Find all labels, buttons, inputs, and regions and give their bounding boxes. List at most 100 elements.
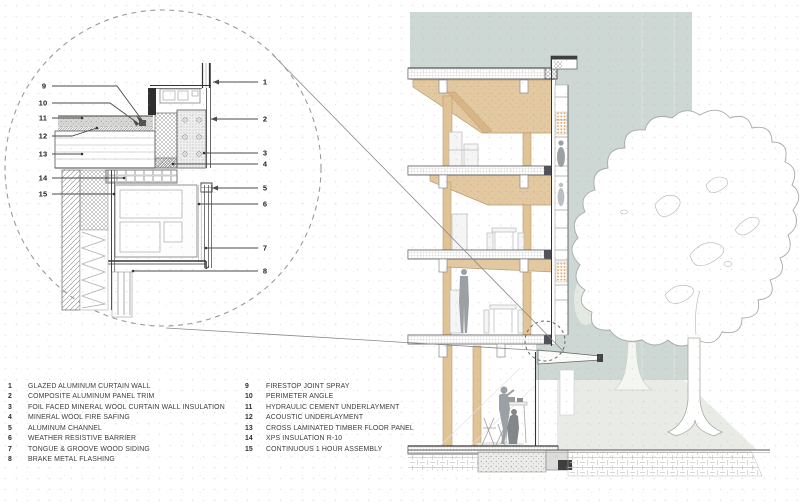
- brake-metal-flashing: [99, 260, 210, 270]
- foundation: [408, 449, 770, 477]
- legend-num: 5: [8, 424, 12, 432]
- balcony-bay: [554, 84, 569, 336]
- perforated-screen-lower: [555, 261, 568, 283]
- tree: [571, 109, 800, 437]
- legend-label: PERIMETER ANGLE: [266, 393, 334, 401]
- batt-insulation: [80, 231, 107, 309]
- legend-label: MINERAL WOOL FIRE SAFING: [28, 414, 130, 422]
- detail-reference-bubble: [524, 320, 566, 362]
- legend-label: FOIL FACED MINERAL WOOL CURTAIN WALL INS…: [28, 403, 225, 411]
- callout-9: 9: [41, 81, 47, 91]
- legend-item-13: 13 CROSS LAMINATED TIMBER FLOOR PANEL: [245, 423, 435, 434]
- legend-label: XPS INSULATION R-10: [266, 435, 343, 443]
- legend-column-left: 1 GLAZED ALUMINUM CURTAIN WALL 2 COMPOSITE…: [8, 381, 238, 465]
- legend-label: FIRESTOP JOINT SPRAY: [266, 382, 350, 390]
- callout-8: 8: [262, 266, 268, 276]
- legend-num: 4: [8, 414, 12, 422]
- callout-6: 6: [262, 199, 268, 209]
- legend-label: BRAKE METAL FLASHING: [28, 456, 115, 464]
- legend-label: ALUMINUM CHANNEL: [28, 424, 102, 432]
- legend-label: COMPOSITE ALUMINUM PANEL TRIM: [28, 393, 155, 401]
- legend-label: CROSS LAMINATED TIMBER FLOOR PANEL: [266, 424, 414, 432]
- slab-3: [407, 249, 554, 260]
- floor-assembly: [54, 115, 156, 169]
- legend-num: 14: [245, 435, 253, 443]
- callout-11: 11: [38, 113, 48, 123]
- legend-item-8: 8 BRAKE METAL FLASHING: [8, 455, 238, 466]
- leader-arrows: [133, 79, 219, 191]
- legend-num: 10: [245, 393, 253, 401]
- legend-num: 11: [245, 403, 253, 411]
- legend-item-3: 3 FOIL FACED MINERAL WOOL CURTAIN WALL IN…: [8, 402, 238, 413]
- legend-label: TONGUE & GROOVE WOOD SIDING: [28, 445, 150, 453]
- callout-15: 15: [38, 189, 48, 199]
- detail-callout: [4, 9, 322, 327]
- leaf-clusters: [620, 176, 760, 336]
- legend-item-9: 9 FIRESTOP JOINT SPRAY: [245, 381, 435, 392]
- entry-canopy: [537, 349, 603, 416]
- callout-2: 2: [262, 114, 268, 124]
- pavement: [567, 451, 763, 477]
- callout-10: 10: [38, 98, 48, 108]
- legend-label: GLAZED ALUMINUM CURTAIN WALL: [28, 382, 151, 390]
- perforated-screen-upper: [555, 111, 568, 135]
- firestop-joint: [139, 120, 146, 126]
- callout-14: 14: [38, 173, 48, 183]
- slab-4: [407, 334, 554, 345]
- legend-label: ACOUSTIC UNDERLAYMENT: [266, 414, 364, 422]
- legend-item-12: 12 ACOUSTIC UNDERLAYMENT: [245, 413, 435, 424]
- legend-num: 3: [8, 403, 12, 411]
- weather-barrier: [197, 185, 203, 262]
- fasteners: [182, 117, 202, 157]
- legend-label: CONTINUOUS 1 HOUR ASSEMBLY: [266, 445, 383, 453]
- legend-item-7: 7 TONGUE & GROOVE WOOD SIDING: [8, 444, 238, 455]
- legend-item-4: 4 MINERAL WOOL FIRE SAFING: [8, 413, 238, 424]
- legend-item-15: 15 CONTINUOUS 1 HOUR ASSEMBLY: [245, 444, 435, 455]
- leader-dots: [80, 116, 208, 273]
- legend-num: 13: [245, 424, 253, 432]
- hanger-blocks: [438, 79, 529, 358]
- slab-2: [407, 165, 554, 176]
- legend-label: HYDRAULIC CEMENT UNDERLAYMENT: [266, 403, 400, 411]
- clt-floor-band: [54, 130, 156, 169]
- legend-num: 12: [245, 414, 253, 422]
- callout-12: 12: [38, 131, 48, 141]
- legend-num: 6: [8, 435, 12, 443]
- legend-num: 8: [8, 456, 12, 464]
- exterior-wall: [61, 169, 133, 318]
- callout-1: 1: [262, 77, 268, 87]
- legend-item-1: 1 GLAZED ALUMINUM CURTAIN WALL: [8, 381, 238, 392]
- legend-item-5: 5 ALUMINUM CHANNEL: [8, 423, 238, 434]
- callout-7: 7: [262, 243, 268, 253]
- sidewalk-plane: [557, 380, 757, 450]
- small-tree-trunk: [613, 341, 654, 391]
- curtain-wall-mullion: [139, 63, 211, 126]
- legend-num: 1: [8, 382, 12, 390]
- legend-item-11: 11 HYDRAULIC CEMENT UNDERLAYMENT: [245, 402, 435, 413]
- perimeter-angle-bracket: [148, 88, 156, 115]
- spandrel-assembly: [99, 169, 213, 270]
- cafe-scene: [439, 367, 537, 447]
- balcony-person-2: [557, 188, 565, 206]
- acoustic-underlayment-band: [58, 127, 153, 131]
- legend-num: 9: [245, 382, 249, 390]
- legend-num: 7: [8, 445, 12, 453]
- legend-item-14: 14 XPS INSULATION R-10: [245, 434, 435, 445]
- facade: [534, 56, 603, 446]
- legend-item-2: 2 COMPOSITE ALUMINUM PANEL TRIM: [8, 392, 238, 403]
- callout-13: 13: [38, 149, 48, 159]
- callout-4: 4: [262, 159, 268, 169]
- legend-label: WEATHER RESISTIVE BARRIER: [28, 435, 137, 443]
- xps-insulation: [106, 170, 177, 183]
- building-section: [407, 12, 800, 477]
- legend-num: 15: [245, 445, 253, 453]
- person-level3: [459, 269, 469, 333]
- balcony-person-1: [557, 147, 565, 167]
- legend-num: 2: [8, 393, 12, 401]
- callout-3: 3: [262, 148, 268, 158]
- timber-columns: [442, 95, 532, 447]
- leader-lines: [52, 79, 258, 273]
